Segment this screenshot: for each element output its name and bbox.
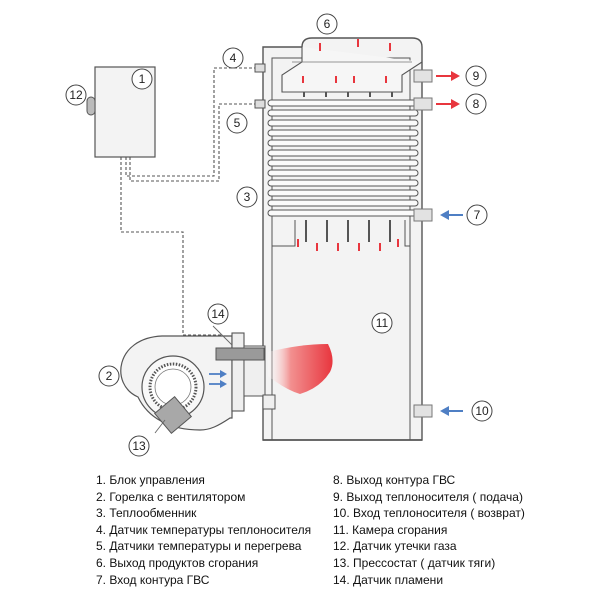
heat-exchanger (267, 99, 419, 217)
legend-item: 3. Теплообменник (96, 506, 197, 521)
boiler-diagram: 1 2 3 4 5 6 7 8 9 10 11 12 (65, 13, 493, 457)
svg-text:11: 11 (376, 316, 389, 330)
exchanger-frame-left (272, 220, 296, 247)
callout-4: 4 (222, 47, 244, 69)
callout-14: 14 (207, 303, 229, 325)
legend-item: 13. Прессостат ( датчик тяги) (333, 555, 496, 570)
legend-item: 1. Блок управления (96, 473, 205, 487)
legend-left: 1. Блок управления 2. Горелка с вентилят… (96, 472, 311, 588)
legend-right: 8. Выход контура ГВС 9. Выход теплоносит… (333, 472, 525, 588)
legend-item: 8. Выход контура ГВС (333, 473, 456, 487)
leader-lines (154, 325, 233, 434)
callout-3: 3 (236, 186, 258, 208)
svg-text:14: 14 (211, 307, 225, 321)
callout-11: 11 (371, 312, 393, 334)
svg-text:3: 3 (244, 190, 251, 204)
flow-arrows (436, 71, 463, 416)
legend-item: 10. Вход теплоносителя ( возврат) (333, 506, 525, 521)
legend-item: 5. Датчики температуры и перегрева (96, 539, 302, 554)
callout-1: 1 (131, 68, 153, 90)
callout-6: 6 (316, 13, 338, 35)
svg-text:10: 10 (475, 404, 489, 418)
boiler-tank (262, 37, 423, 441)
temperature-sensors (254, 63, 266, 109)
svg-text:8: 8 (473, 97, 480, 111)
sensor-wiring (120, 67, 255, 336)
legend-item: 9. Выход теплоносителя ( подача) (333, 489, 523, 504)
heat-marks (297, 39, 399, 251)
svg-text:6: 6 (324, 17, 331, 31)
callout-9: 9 (465, 65, 487, 87)
legend-item: 2. Горелка с вентилятором (96, 489, 246, 504)
pipe-outlets (413, 69, 433, 418)
legend-item: 11. Камера сгорания (333, 522, 448, 537)
callout-7: 7 (466, 204, 488, 226)
svg-text:1: 1 (139, 72, 146, 86)
svg-text:4: 4 (230, 51, 237, 65)
flame (268, 344, 333, 394)
legend-item: 4. Датчик температуры теплоносителя (96, 522, 312, 537)
legend-item: 6. Выход продуктов сгорания (96, 555, 259, 570)
svg-text:12: 12 (69, 88, 83, 102)
svg-text:5: 5 (234, 116, 241, 130)
flue-tubes (305, 220, 391, 242)
callout-13: 13 (128, 435, 150, 457)
legend-item: 14. Датчик пламени (333, 572, 444, 587)
callout-2: 2 (98, 365, 120, 387)
callout-8: 8 (465, 93, 487, 115)
svg-text:2: 2 (106, 369, 113, 383)
svg-text:7: 7 (474, 208, 481, 222)
exchanger-frame-right (404, 220, 410, 247)
svg-text:9: 9 (473, 69, 480, 83)
callout-5: 5 (226, 112, 248, 134)
legend-item: 12. Датчик утечки газа (333, 539, 457, 554)
callout-12: 12 (65, 84, 87, 106)
legend-item: 7. Вход контура ГВС (96, 572, 210, 587)
burner-fan (120, 332, 276, 435)
callout-10: 10 (471, 400, 493, 422)
svg-text:13: 13 (132, 439, 146, 453)
